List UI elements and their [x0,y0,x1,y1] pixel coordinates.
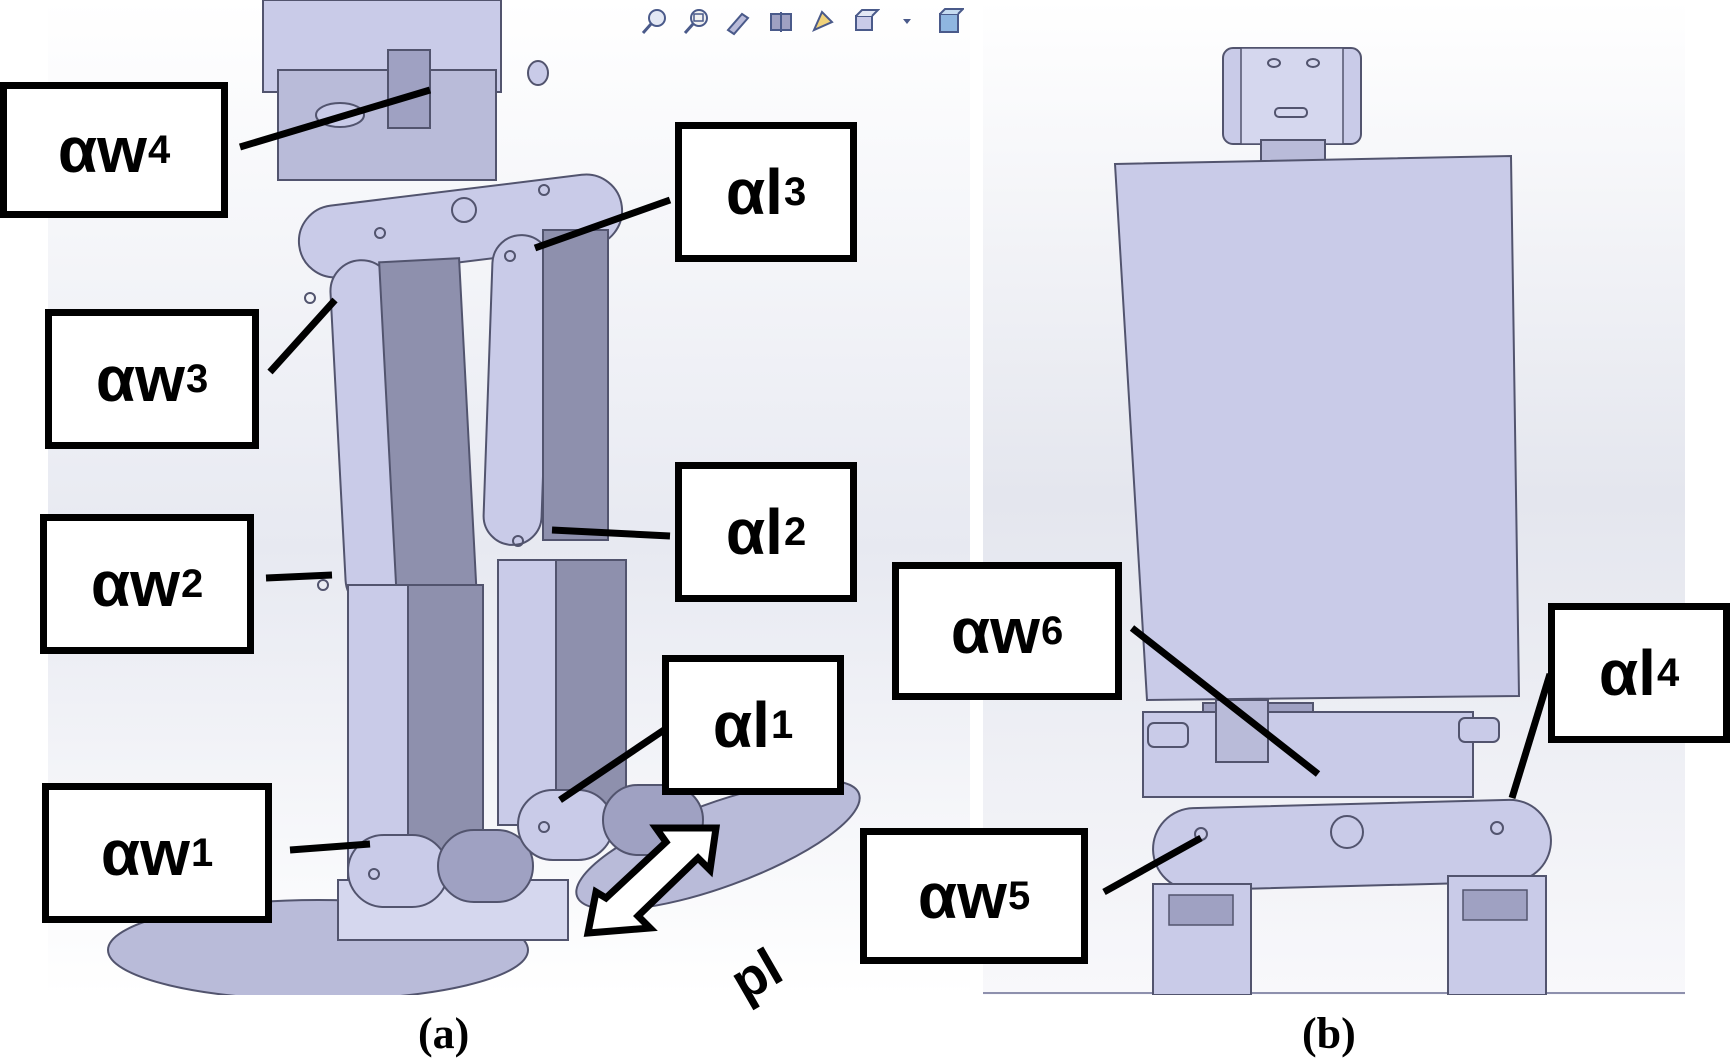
caption-b: (b) [1302,1009,1356,1058]
panel-b-front-view [983,0,1685,995]
dropdown-arrow-icon[interactable] [890,4,924,38]
front-cad-render [983,0,1685,995]
cad-view-toolbar [638,4,966,38]
zoom-to-fit-icon[interactable] [638,4,672,38]
appearance-icon[interactable] [932,4,966,38]
caption-a: (a) [418,1009,470,1058]
section-view-icon[interactable] [764,4,798,38]
zoom-area-icon[interactable] [680,4,714,38]
previous-view-icon[interactable] [722,4,756,38]
view-orientation-icon[interactable] [806,4,840,38]
display-style-icon[interactable] [848,4,882,38]
pl-double-arrow [583,824,721,937]
